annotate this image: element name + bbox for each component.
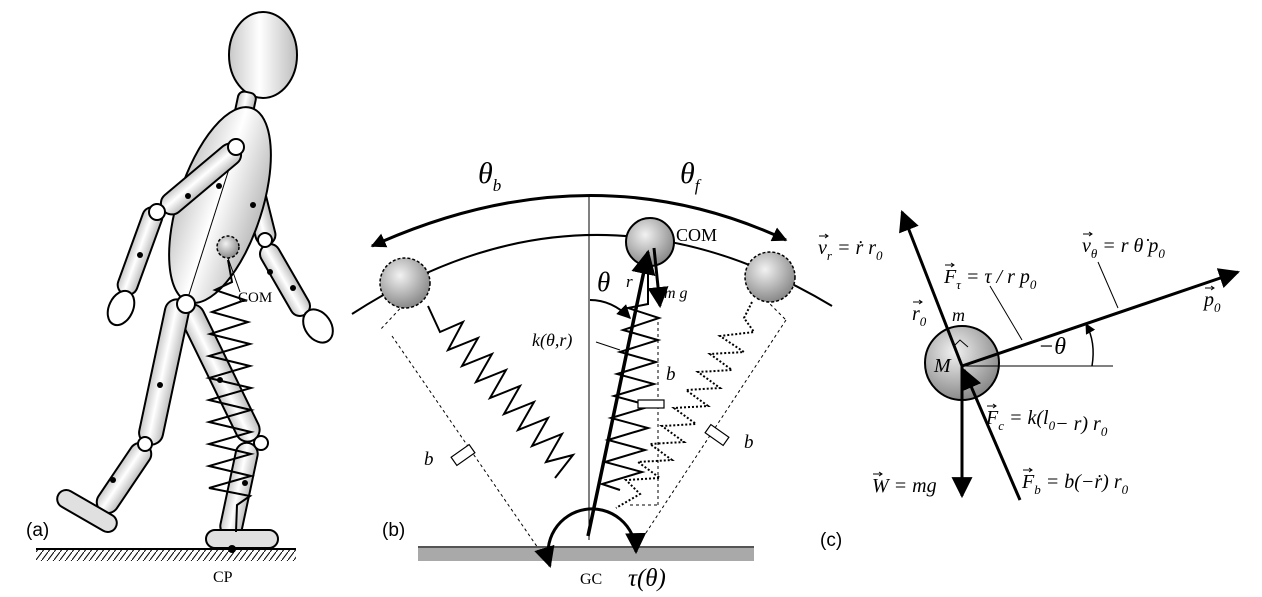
fc-label: Fc = k(l0− r) r0 <box>985 407 1108 439</box>
gc-label: GC <box>580 571 602 588</box>
tau-label: τ(θ) <box>628 565 666 592</box>
vtheta-leader <box>1097 261 1119 309</box>
b-right-label: b <box>744 432 754 453</box>
com-label-a: COM <box>238 290 272 306</box>
panel-b: θb θf COM θ r m g k(θ,r) b b b GC τ(θ) (… <box>351 157 833 592</box>
vtheta-label: vθ = r θ̇ p0 <box>1082 235 1165 261</box>
torso-axis <box>185 146 237 305</box>
panel-b-label: (b) <box>382 520 405 541</box>
segment-dots <box>110 183 296 553</box>
p0-arrow <box>961 268 1240 368</box>
r0-label: r0 <box>912 303 927 329</box>
com-label-b: COM <box>676 225 717 245</box>
swing-thigh <box>138 298 190 446</box>
w-label: W = mg <box>872 475 937 497</box>
spring-left <box>427 305 576 479</box>
k-label: k(θ,r) <box>532 330 572 351</box>
vr-arrow <box>899 210 964 367</box>
panel-a-label: (a) <box>26 520 49 541</box>
com-ball-left <box>379 257 431 309</box>
stance-shank <box>219 441 259 539</box>
spring-center <box>598 270 663 491</box>
neg-theta-arc <box>1085 323 1096 367</box>
joint-back-elbow <box>257 232 273 248</box>
back-hand <box>302 308 334 344</box>
joint-knee-stance <box>253 435 269 451</box>
panel-c-label: (c) <box>820 530 842 551</box>
theta-b-label: θb <box>478 157 501 195</box>
mg-label: m g <box>664 285 688 302</box>
damper-right <box>704 423 730 447</box>
front-hand <box>106 289 136 327</box>
m-label: m <box>952 305 965 325</box>
neg-theta-label: −θ <box>1038 334 1066 360</box>
com-ball-center <box>625 217 675 267</box>
fb-arrow <box>961 368 1022 501</box>
p0-label: p0 <box>1202 289 1221 315</box>
joints <box>137 138 273 452</box>
leg-spring-a <box>205 259 255 533</box>
panel-c: vr = ṙ r0 Fτ = τ / r p0 vθ = r θ̇ p0 p0 … <box>818 210 1240 551</box>
leg-vector <box>586 249 656 537</box>
b-center-label: b <box>666 364 676 385</box>
theta-arrow <box>589 299 631 319</box>
swing-range-arrow <box>370 194 788 248</box>
vector-hats <box>819 231 1215 477</box>
M-label: M <box>933 355 952 377</box>
com-ball-right <box>744 251 796 303</box>
torque-arrow <box>534 507 647 569</box>
fb-label: Fb = b(−ṙ) r0 <box>1021 471 1129 497</box>
panel-a: COM CP (a) <box>26 11 334 586</box>
right-angle-marker <box>953 339 969 348</box>
swing-foot <box>56 489 118 533</box>
joint-shoulder <box>148 203 166 221</box>
joint-hip <box>176 294 196 314</box>
stance-foot <box>205 529 279 549</box>
ftau-leader <box>989 285 1023 341</box>
theta-label: θ <box>597 267 610 297</box>
gravity-arrow <box>647 247 669 309</box>
cp-label: CP <box>213 569 233 586</box>
joint-neck <box>227 138 245 156</box>
b-left-label: b <box>424 449 434 470</box>
theta-f-label: θf <box>680 157 702 195</box>
r-label: r <box>626 272 633 291</box>
joint-knee-swing <box>137 436 153 452</box>
back-forearm <box>259 243 311 317</box>
damper-center <box>637 399 665 409</box>
k-leader <box>595 341 621 351</box>
ground-plate <box>418 547 754 561</box>
damper-left <box>450 443 476 467</box>
head <box>228 11 298 99</box>
com-marker-a <box>216 235 240 259</box>
ground-hatch <box>36 549 296 561</box>
ftau-label: Fτ = τ / r p0 <box>943 266 1037 292</box>
com-leader-a <box>227 257 241 293</box>
spring-right <box>615 301 756 509</box>
vr-label: vr = ṙ r0 <box>818 237 883 263</box>
